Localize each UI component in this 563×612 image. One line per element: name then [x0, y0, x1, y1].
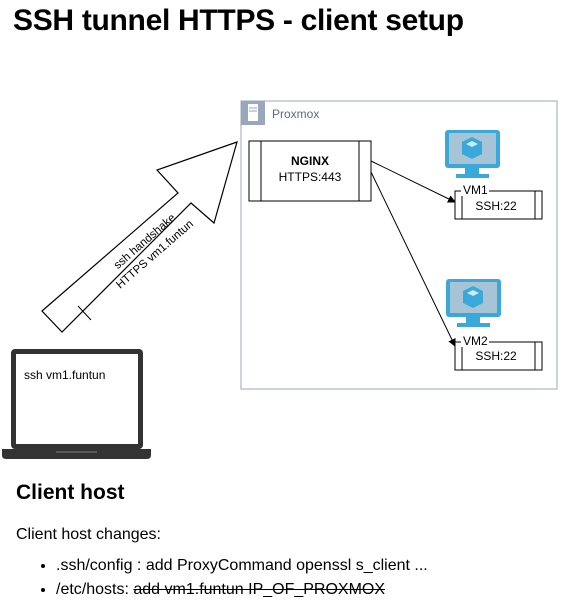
change-text: /etc/hosts:: [56, 581, 134, 598]
vm1-port: SSH:22: [475, 199, 517, 213]
nginx-process: NGINX HTTPS:443: [248, 140, 372, 202]
vm2-name: VM2: [463, 334, 488, 348]
proxmox-label: Proxmox: [272, 107, 319, 121]
vm1-name: VM1: [463, 183, 488, 197]
vm2-monitor-icon: [446, 279, 501, 327]
struck-change-text: add vm1.funtun IP_OF_PROXMOX: [133, 581, 386, 598]
changes-list: .ssh/config : add ProxyCommand openssl s…: [0, 556, 428, 604]
edge-nginx-vm1: [370, 160, 456, 203]
server-icon: [241, 101, 265, 125]
change-text: .ssh/config : add ProxyCommand openssl s…: [56, 557, 428, 574]
laptop-icon: ssh vm1.funtun: [2, 349, 151, 459]
vm1-process: VM1 SSH:22: [454, 183, 543, 220]
vm2-port: SSH:22: [475, 349, 517, 363]
vm1-monitor-icon: [445, 130, 500, 178]
nginx-port: HTTPS:443: [279, 170, 342, 184]
nginx-name: NGINX: [291, 154, 329, 168]
client-host-heading: Client host: [16, 481, 125, 504]
laptop-text: ssh vm1.funtun: [24, 368, 105, 382]
vm2-process: VM2 SSH:22: [454, 334, 543, 371]
edge-nginx-vm2: [370, 171, 456, 347]
changes-intro: Client host changes:: [16, 526, 161, 543]
tunnel-arrow: ssh handshake HTTPS vm1.funtun: [41, 141, 238, 333]
page-title: SSH tunnel HTTPS - client setup: [13, 4, 464, 37]
list-item: .ssh/config : add ProxyCommand openssl s…: [56, 556, 428, 576]
list-item: /etc/hosts: add vm1.funtun IP_OF_PROXMOX: [56, 580, 428, 600]
